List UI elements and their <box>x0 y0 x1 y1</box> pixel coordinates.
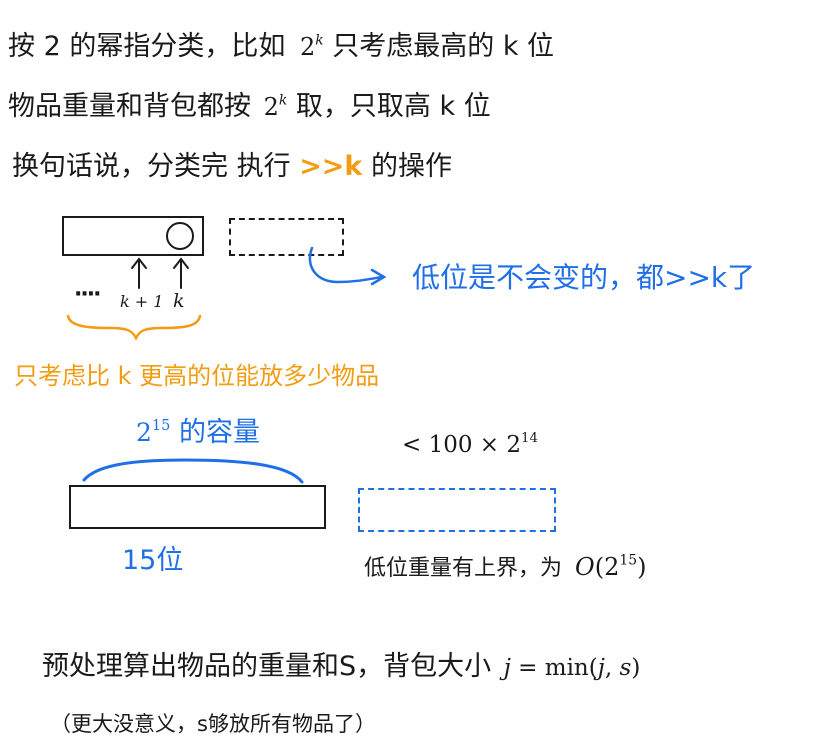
big-o-exp: 15 <box>619 552 638 569</box>
bit-box-low-dashed <box>229 218 344 256</box>
line1-base: 2 <box>299 33 316 61</box>
line1-exp: k <box>315 32 324 49</box>
low-bits-note: 低位是不会变的，都>>k了 <box>412 261 756 294</box>
blue-arrow-head <box>370 268 387 286</box>
capacity-arc <box>82 458 304 484</box>
line2-post: 取，只取高 k 位 <box>295 91 491 122</box>
arrow-k <box>173 257 189 289</box>
capacity-exp: 15 <box>151 418 171 435</box>
bit-box-high <box>62 216 204 256</box>
formula-close: ) <box>631 655 641 681</box>
bit-circle-marker <box>166 222 194 250</box>
line1-pre: 按 2 的幂指分类，比如 <box>8 31 286 62</box>
footer-note: （更大没意义，s够放所有物品了） <box>50 712 376 736</box>
note-line-1: 按 2 的幂指分类，比如 2k 只考虑最高的 k 位 <box>8 24 554 63</box>
brace-caption: 只考虑比 k 更高的位能放多少物品 <box>14 362 380 390</box>
formula-comma: , <box>604 655 620 681</box>
ellipsis-dots: ···· <box>74 282 101 307</box>
line2-pre: 物品重量和背包都按 <box>8 91 251 122</box>
orange-brace <box>66 314 202 341</box>
capacity-box-low-dashed <box>358 488 556 532</box>
formula-s: s <box>619 655 632 681</box>
capacity-box-high <box>69 485 326 529</box>
bits-15-label: 15位 <box>122 545 184 576</box>
big-o-letter: O <box>575 553 595 581</box>
footer-line: 预处理算出物品的重量和S，背包大小 j = min(j, s) <box>42 644 640 683</box>
formula-j2: j <box>597 655 605 681</box>
line3-pre: 换句话说，分类完 执行 <box>12 151 291 182</box>
footer-text: 预处理算出物品的重量和S，背包大小 <box>42 651 492 682</box>
blue-curved-arrow <box>308 246 384 284</box>
upper-bound-pre: < 100 × 2 <box>402 432 522 458</box>
note-line-3: 换句话说，分类完 执行 >>k 的操作 <box>12 144 452 183</box>
low-bits-bound-note: 低位重量有上界，为 O(215) <box>364 550 646 582</box>
big-o-base: 2 <box>604 553 620 581</box>
label-k-plus-1: k + 1 <box>120 292 164 311</box>
footer-formula: j = min(j, s) <box>504 655 641 681</box>
note-line-2: 物品重量和背包都按 2k 取，只取高 k 位 <box>8 84 491 123</box>
capacity-label: 215 的容量 <box>136 410 260 449</box>
line2-base: 2 <box>263 93 279 121</box>
line1-post: 只考虑最高的 k 位 <box>332 31 555 62</box>
line3-operator: >>k <box>299 151 363 182</box>
arrow-k-plus-1 <box>131 257 147 289</box>
line3-post: 的操作 <box>370 151 452 182</box>
formula-eq: = min( <box>510 655 598 681</box>
capacity-power: 215 <box>136 418 170 447</box>
line2-power: 2k <box>264 93 288 121</box>
label-k: k <box>173 290 185 312</box>
capacity-text: 的容量 <box>178 417 260 448</box>
low-bits-bound-text: 低位重量有上界，为 <box>364 556 563 581</box>
formula-j: j <box>503 655 511 681</box>
line2-exp: k <box>278 92 288 109</box>
big-o-expression: O(215) <box>575 552 647 581</box>
upper-bound-expression: < 100 × 214 <box>402 432 538 458</box>
upper-bound-exp: 14 <box>521 431 538 446</box>
line1-power: 2k <box>300 33 324 61</box>
capacity-base: 2 <box>136 418 152 447</box>
